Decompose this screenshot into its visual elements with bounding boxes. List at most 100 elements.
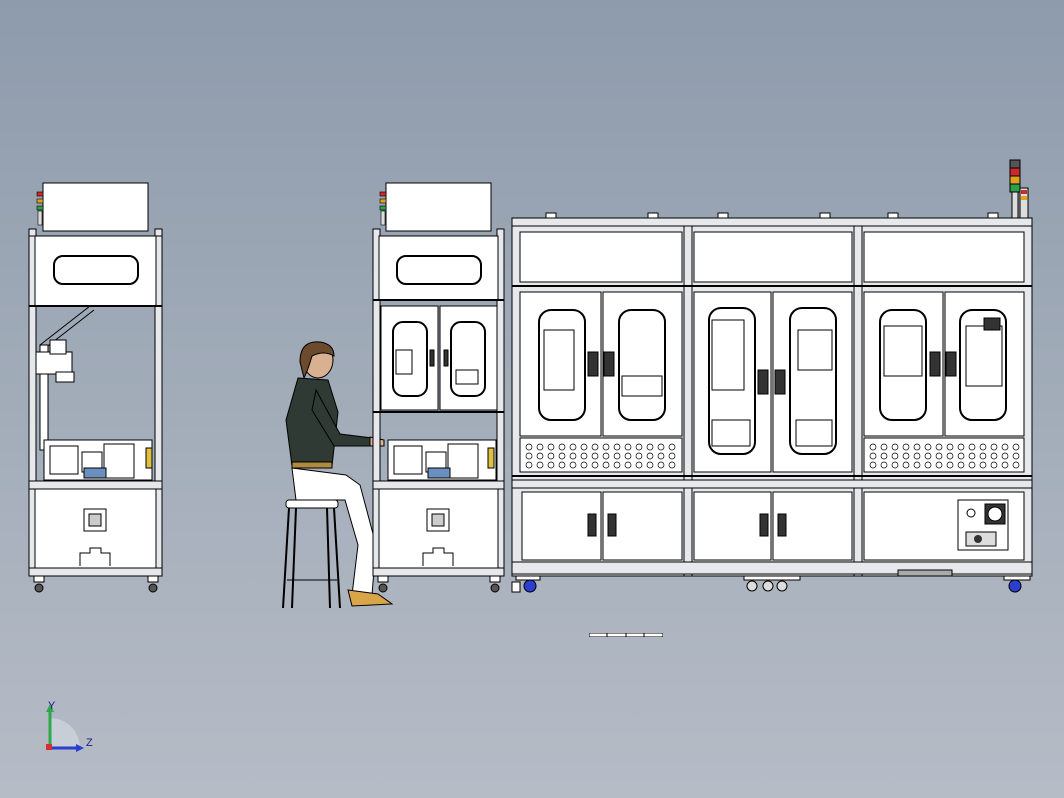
vent-hole: [1012, 443, 1020, 451]
vent-hole: [1001, 443, 1009, 451]
vent-hole: [968, 461, 976, 469]
vent-hole: [668, 461, 676, 469]
top-cabinet: [385, 182, 492, 232]
vent-hole: [580, 461, 588, 469]
casters: [511, 575, 1031, 593]
vent-hole: [957, 452, 965, 460]
vent-hole: [946, 443, 954, 451]
header-panel-2: [693, 231, 853, 283]
fixture-middle: [387, 439, 497, 481]
fixture-left: [43, 439, 153, 481]
z-axis-label: Z: [86, 737, 93, 749]
vent-hole: [990, 443, 998, 451]
station-left[interactable]: [28, 182, 163, 593]
vent-hole: [1001, 461, 1009, 469]
lower-door-2a[interactable]: [693, 491, 772, 561]
vent-hole: [891, 461, 899, 469]
vent-hole: [569, 461, 577, 469]
vent-hole: [591, 443, 599, 451]
vent-hole: [913, 443, 921, 451]
vent-hole: [624, 461, 632, 469]
vent-hole: [891, 443, 899, 451]
stool: [282, 499, 341, 609]
vent-hole: [869, 443, 877, 451]
vent-hole: [968, 443, 976, 451]
vent-hole: [624, 452, 632, 460]
vent-hole: [913, 452, 921, 460]
vent-hole: [990, 461, 998, 469]
vent-panel-1: [519, 437, 683, 473]
vent-hole: [902, 443, 910, 451]
vent-hole: [935, 461, 943, 469]
vent-hole: [525, 443, 533, 451]
vent-hole: [902, 461, 910, 469]
header-panel-3: [863, 231, 1025, 283]
station-main[interactable]: [511, 159, 1033, 593]
axis-triad[interactable]: Y Z: [40, 698, 100, 758]
vent-hole: [968, 452, 976, 460]
vent-hole: [558, 443, 566, 451]
vent-hole: [613, 461, 621, 469]
vent-hole: [580, 452, 588, 460]
vent-hole: [646, 443, 654, 451]
vent-hole: [591, 452, 599, 460]
vent-hole: [657, 443, 665, 451]
vent-hole: [547, 452, 555, 460]
vent-hole: [558, 461, 566, 469]
vent-hole: [646, 461, 654, 469]
control-box: [957, 499, 1009, 551]
vent-hole: [880, 443, 888, 451]
vent-hole: [957, 461, 965, 469]
vent-hole: [924, 443, 932, 451]
x-axis-icon: [46, 744, 52, 750]
vent-hole: [547, 443, 555, 451]
vent-hole: [935, 443, 943, 451]
vent-hole: [525, 452, 533, 460]
signal-tower-main: [1009, 159, 1029, 219]
vent-hole: [869, 461, 877, 469]
vent-hole: [536, 443, 544, 451]
vent-hole: [946, 461, 954, 469]
top-cabinet: [42, 182, 149, 232]
camera-unit: [35, 351, 73, 375]
vent-hole: [602, 443, 610, 451]
vent-hole: [657, 461, 665, 469]
vent-hole: [957, 443, 965, 451]
vent-hole: [657, 452, 665, 460]
vent-hole: [668, 443, 676, 451]
vent-hole: [979, 461, 987, 469]
vent-hole: [536, 461, 544, 469]
vent-hole: [613, 452, 621, 460]
vent-hole: [668, 452, 676, 460]
vent-hole: [913, 461, 921, 469]
vent-hole: [569, 443, 577, 451]
vent-hole: [979, 443, 987, 451]
operator-figure: [282, 341, 394, 609]
scale-bar: [589, 633, 663, 637]
vent-hole: [580, 443, 588, 451]
vent-hole: [1012, 452, 1020, 460]
signal-tower-middle: [379, 191, 387, 226]
vent-hole: [547, 461, 555, 469]
vent-hole: [635, 443, 643, 451]
vent-hole: [979, 452, 987, 460]
y-axis-label: Y: [48, 700, 56, 712]
vent-hole: [602, 452, 610, 460]
vent-hole: [602, 461, 610, 469]
vent-hole: [591, 461, 599, 469]
vent-hole: [635, 452, 643, 460]
vent-hole: [946, 452, 954, 460]
vent-hole: [935, 452, 943, 460]
signal-tower-left: [36, 191, 44, 226]
header-panel-1: [519, 231, 683, 283]
vent-hole: [525, 461, 533, 469]
vent-panel-3: [863, 437, 1025, 473]
vent-hole: [869, 452, 877, 460]
vent-hole: [613, 443, 621, 451]
vent-hole: [891, 452, 899, 460]
station-middle[interactable]: [372, 182, 505, 593]
vent-hole: [635, 461, 643, 469]
vent-hole: [880, 452, 888, 460]
vent-hole: [558, 452, 566, 460]
